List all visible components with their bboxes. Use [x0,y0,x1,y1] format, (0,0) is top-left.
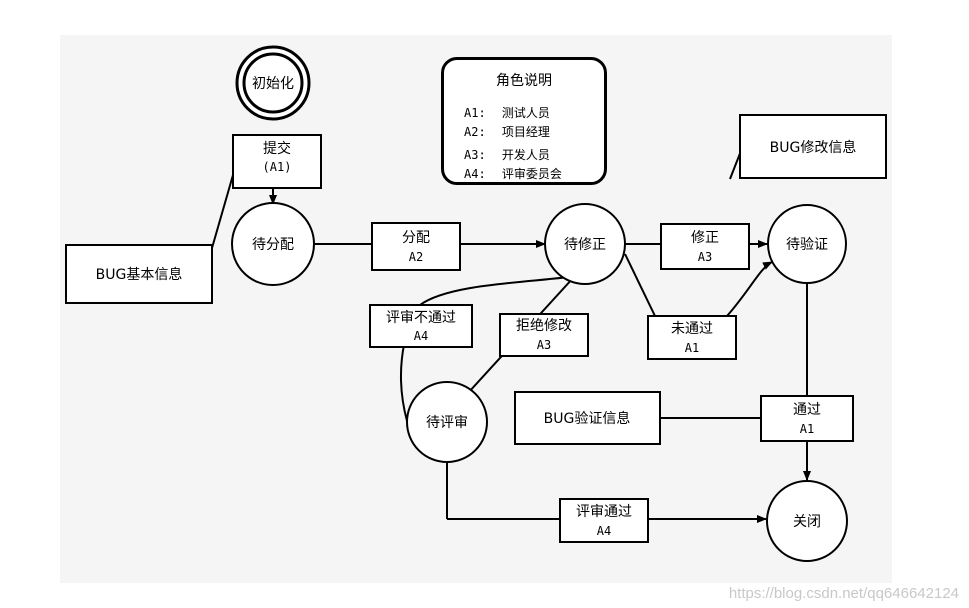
reject-modify-role: A3 [537,338,551,352]
fix-box: 修正 A3 [660,223,750,270]
reject-modify-label: 拒绝修改 [516,318,572,334]
review-pass-label: 评审通过 [576,504,632,520]
legend-row: A3: 开发人员 [464,146,550,163]
review-not-pass-label: 评审不通过 [386,310,456,326]
bug-basic-info-label: BUG基本信息 [96,266,183,283]
review-pass-role: A4 [597,524,611,538]
pending-review-label: 待评审 [426,415,468,431]
pass-role: A1 [800,422,814,436]
submit-label: 提交 [263,140,291,157]
link-basic-info [211,174,234,249]
pending-fix-state: 待修正 [544,203,626,285]
pending-fix-label: 待修正 [564,237,606,253]
closed-state: 关闭 [766,480,848,562]
review-not-pass-box: 评审不通过 A4 [369,304,473,348]
line-notpass-left [624,253,656,317]
legend-row: A2: 项目经理 [464,123,550,140]
bug-basic-info-box: BUG基本信息 [65,244,213,304]
pending-verify-label: 待验证 [786,237,828,253]
not-pass-role: A1 [685,341,699,355]
legend-row: A4: 评审委员会 [464,165,562,182]
bug-modify-info-box: BUG修改信息 [739,114,887,179]
pending-review-state: 待评审 [406,381,488,463]
submit-box: 提交 (A1) [232,134,322,189]
assign-box: 分配 A2 [371,222,461,271]
watermark-url: https://blog.csdn.net/qq646642124 [728,585,959,602]
pass-label: 通过 [793,402,821,418]
legend-code: A2: [464,125,486,139]
closed-label: 关闭 [793,514,821,530]
submit-role: (A1) [263,160,292,174]
pass-box: 通过 A1 [760,395,854,442]
reject-modify-box: 拒绝修改 A3 [499,313,589,357]
assign-label: 分配 [402,230,430,246]
pending-verify-state: 待验证 [767,204,847,284]
not-pass-box: 未通过 A1 [647,315,737,360]
legend-code: A4: [464,167,486,181]
init-label: 初始化 [252,75,294,92]
legend-title: 角色说明 [496,73,552,89]
legend-role: 评审委员会 [501,167,562,181]
role-legend: 角色说明 A1: 测试人员 A2: 项目经理 A3: 开发人员 A4: 评审委员… [441,57,607,185]
bug-verify-info-box: BUG验证信息 [514,391,661,445]
legend-row: A1: 测试人员 [464,104,550,121]
review-pass-box: 评审通过 A4 [559,498,649,543]
pending-assign-label: 待分配 [252,237,294,253]
legend-code: A1: [464,106,486,120]
legend-role: 项目经理 [501,125,550,139]
fix-role: A3 [698,250,712,264]
legend-role: 开发人员 [501,148,550,162]
assign-role: A2 [409,250,423,264]
fix-label: 修正 [691,230,719,246]
bug-verify-info-label: BUG验证信息 [544,410,631,427]
init-state: 初始化 [235,45,311,121]
legend-role: 测试人员 [501,106,550,120]
pending-assign-state: 待分配 [231,202,315,286]
review-not-pass-role: A4 [414,329,428,343]
legend-code: A3: [464,148,486,162]
arrow-notpass-back [726,261,773,317]
bug-modify-info-label: BUG修改信息 [770,139,857,156]
not-pass-label: 未通过 [671,321,713,337]
